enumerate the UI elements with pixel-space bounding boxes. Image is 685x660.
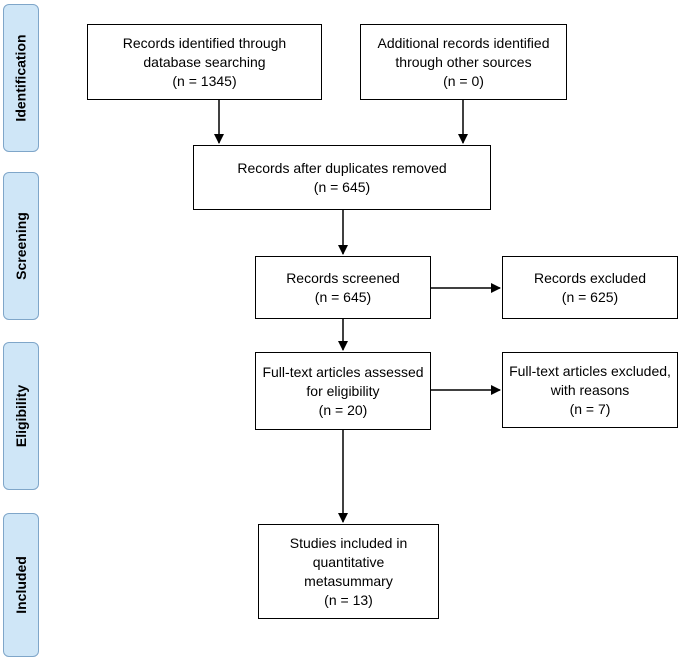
database-records-count: (n = 1345): [172, 72, 237, 89]
included-line2: quantitative: [312, 553, 385, 570]
fulltext-excluded-line2: with reasons: [550, 381, 630, 398]
phase-included: Included: [3, 513, 39, 657]
included-line1: Studies included in: [289, 534, 408, 551]
screened-label: Records screened: [286, 269, 400, 286]
fulltext-assessed-line2: for eligibility: [306, 382, 380, 399]
other-records-line2: through other sources: [395, 53, 532, 70]
phase-screening: Screening: [3, 172, 39, 320]
phase-eligibility: Eligibility: [3, 342, 39, 490]
screened-count: (n = 645): [314, 288, 372, 305]
fulltext-excluded-count: (n = 7): [569, 400, 611, 417]
included-line3: metasummary: [304, 572, 393, 589]
screened-box: Records screened (n = 645): [255, 256, 431, 319]
fulltext-assessed-line1: Full-text articles assessed: [262, 363, 424, 380]
included-box: Studies included in quantitative metasum…: [258, 524, 439, 619]
excluded-label: Records excluded: [533, 269, 647, 286]
other-records-line1: Additional records identified: [377, 34, 550, 51]
other-records-count: (n = 0): [443, 72, 484, 89]
fulltext-excluded-box: Full-text articles excluded, with reason…: [502, 352, 678, 428]
included-count: (n = 13): [324, 591, 373, 608]
after-duplicates-box: Records after duplicates removed (n = 64…: [193, 145, 491, 210]
database-records-box: Records identified through database sear…: [87, 24, 322, 100]
fulltext-assessed-box: Full-text articles assessed for eligibil…: [255, 352, 431, 430]
other-records-box: Additional records identified through ot…: [360, 24, 567, 100]
excluded-count: (n = 625): [561, 288, 619, 305]
database-records-line1: Records identified through: [122, 34, 287, 51]
database-records-line2: database searching: [143, 53, 266, 70]
fulltext-assessed-count: (n = 20): [318, 401, 368, 418]
phase-identification: Identification: [3, 4, 39, 152]
after-duplicates-label: Records after duplicates removed: [237, 159, 447, 176]
fulltext-excluded-line1: Full-text articles excluded,: [509, 362, 671, 379]
after-duplicates-count: (n = 645): [313, 178, 371, 195]
excluded-box: Records excluded (n = 625): [502, 256, 678, 319]
